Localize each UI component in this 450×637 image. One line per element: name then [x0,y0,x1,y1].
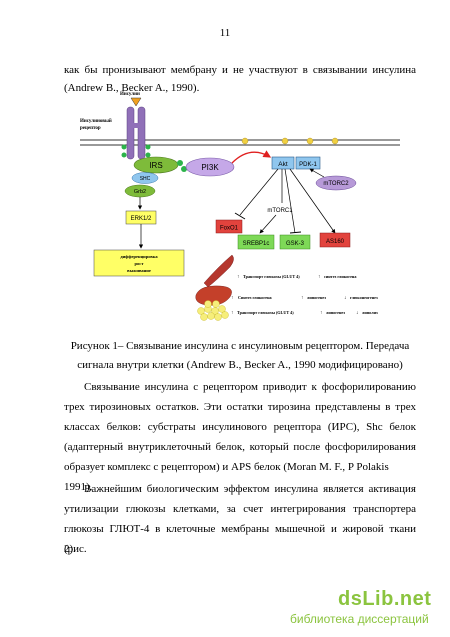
pip3-icons [241,137,339,145]
signaling-diagram: Инсулин Инсулиновый рецептор IRS SHC Grb… [80,85,410,321]
mtorc1-label: mTORC1 [267,208,293,214]
phospho-dot [177,160,183,166]
svg-text:липогенез: липогенез [307,295,326,300]
watermark-brand: dsLib.net [338,588,432,610]
body-p2-line-3: глюкозы ГЛЮТ-4 в клеточные мембраны мыше… [64,523,416,555]
akt-node [271,156,295,170]
svg-text:GSK-3: GSK-3 [286,241,305,247]
phospho-dot [121,152,127,158]
body-p1-line-4: (адаптерный внутриклеточный белок, котор… [64,441,416,453]
figure-caption-line-2: сигнала внутри клетки (Andrew B., Becker… [77,359,403,371]
receptor-label-1: Инсулиновый [80,119,112,124]
intro-line-2: (Andrew B., Becker A., 1990). [64,82,200,94]
adipocytes-icon [197,300,229,321]
foxo1-node [215,219,243,234]
svg-text:↑: ↑ [231,296,234,301]
svg-text:↑: ↑ [231,311,234,316]
svg-text:глюконеогенез: глюконеогенез [350,295,378,300]
svg-text:Akt: Akt [278,161,288,168]
svg-text:липогенез: липогенез [326,310,345,315]
body-p2-line-1: Важнейшим биологическим эффектом инсулин… [84,483,416,495]
body-p1-line-5: образует комплекс с рецептором) и APS бе… [64,461,389,493]
mtorc2-node [315,175,357,191]
phospho-dot [121,144,127,150]
muscle-icon [203,254,234,288]
intro-line-1: как бы пронизывают мембрану и не участву… [64,64,416,76]
pdk1-node [295,156,321,170]
svg-text:SREBP1c: SREBP1c [243,241,270,247]
svg-text:Транспорт глюкозы (GLUT 4): Транспорт глюкозы (GLUT 4) [237,310,294,315]
srebp1c-node [237,234,275,250]
svg-text:ERK1/2: ERK1/2 [131,216,152,222]
svg-text:↓: ↓ [344,296,347,301]
svg-text:Синтез гликогена: Синтез гликогена [238,295,273,300]
svg-text:Транспорт глюкозы (GLUT 4): Транспорт глюкозы (GLUT 4) [243,274,300,279]
page-number: 11 [219,27,231,39]
phospho-dot [145,152,151,158]
insulin-icon [130,97,142,107]
differentiation-box [93,249,185,277]
svg-text:mTORC2: mTORC2 [323,181,349,187]
svg-text:IRS: IRS [149,161,162,170]
svg-text:рост: рост [135,261,145,266]
as160-node [319,232,351,248]
body-p1-line-2: трех тирозиновых остатков. Эти остатки т… [64,401,416,413]
shc-node [131,172,159,184]
liver-icon [195,285,232,306]
svg-text:↑: ↑ [318,275,321,280]
svg-text:Grb2: Grb2 [134,189,146,195]
gsk3-node [279,234,311,250]
svg-text:↓: ↓ [356,311,359,316]
pi3k-akt-arrow [231,150,272,164]
figure-caption-line-1: Рисунок 1– Связывание инсулина с инсулин… [70,340,410,352]
svg-text:AS160: AS160 [326,239,345,245]
svg-text:↑: ↑ [320,311,323,316]
svg-text:дифференцировка: дифференцировка [120,254,158,259]
receptor-label-2: рецептор [80,126,101,131]
svg-text:синтез гликогена: синтез гликогена [324,274,357,279]
phospho-dot [145,144,151,150]
body-p1-line-3: классах белков: субстраты инсулинового р… [64,421,416,433]
svg-text:PI3K: PI3K [201,163,219,172]
pi3k-node [185,157,235,177]
body-p2-line-4: 2). [64,543,76,555]
phospho-dot [181,166,187,172]
svg-text:↑: ↑ [301,296,304,301]
svg-text:↑: ↑ [237,275,240,280]
svg-text:PDK-1: PDK-1 [299,162,317,168]
svg-text:SHC: SHC [140,176,151,182]
svg-text:выживание: выживание [127,268,151,273]
svg-text:FoxO1: FoxO1 [220,226,239,232]
body-p1-line-1: Связывание инсулина с рецептором приводи… [84,381,416,393]
body-p2-line-2: утилизации глюкозы клетками, за счет инт… [64,503,416,515]
watermark-tagline: библиотека диссертаций [290,612,429,626]
svg-text:липолиз: липолиз [362,310,378,315]
insulin-label: Инсулин [120,92,140,97]
insulin-receptor-icon [126,106,146,160]
